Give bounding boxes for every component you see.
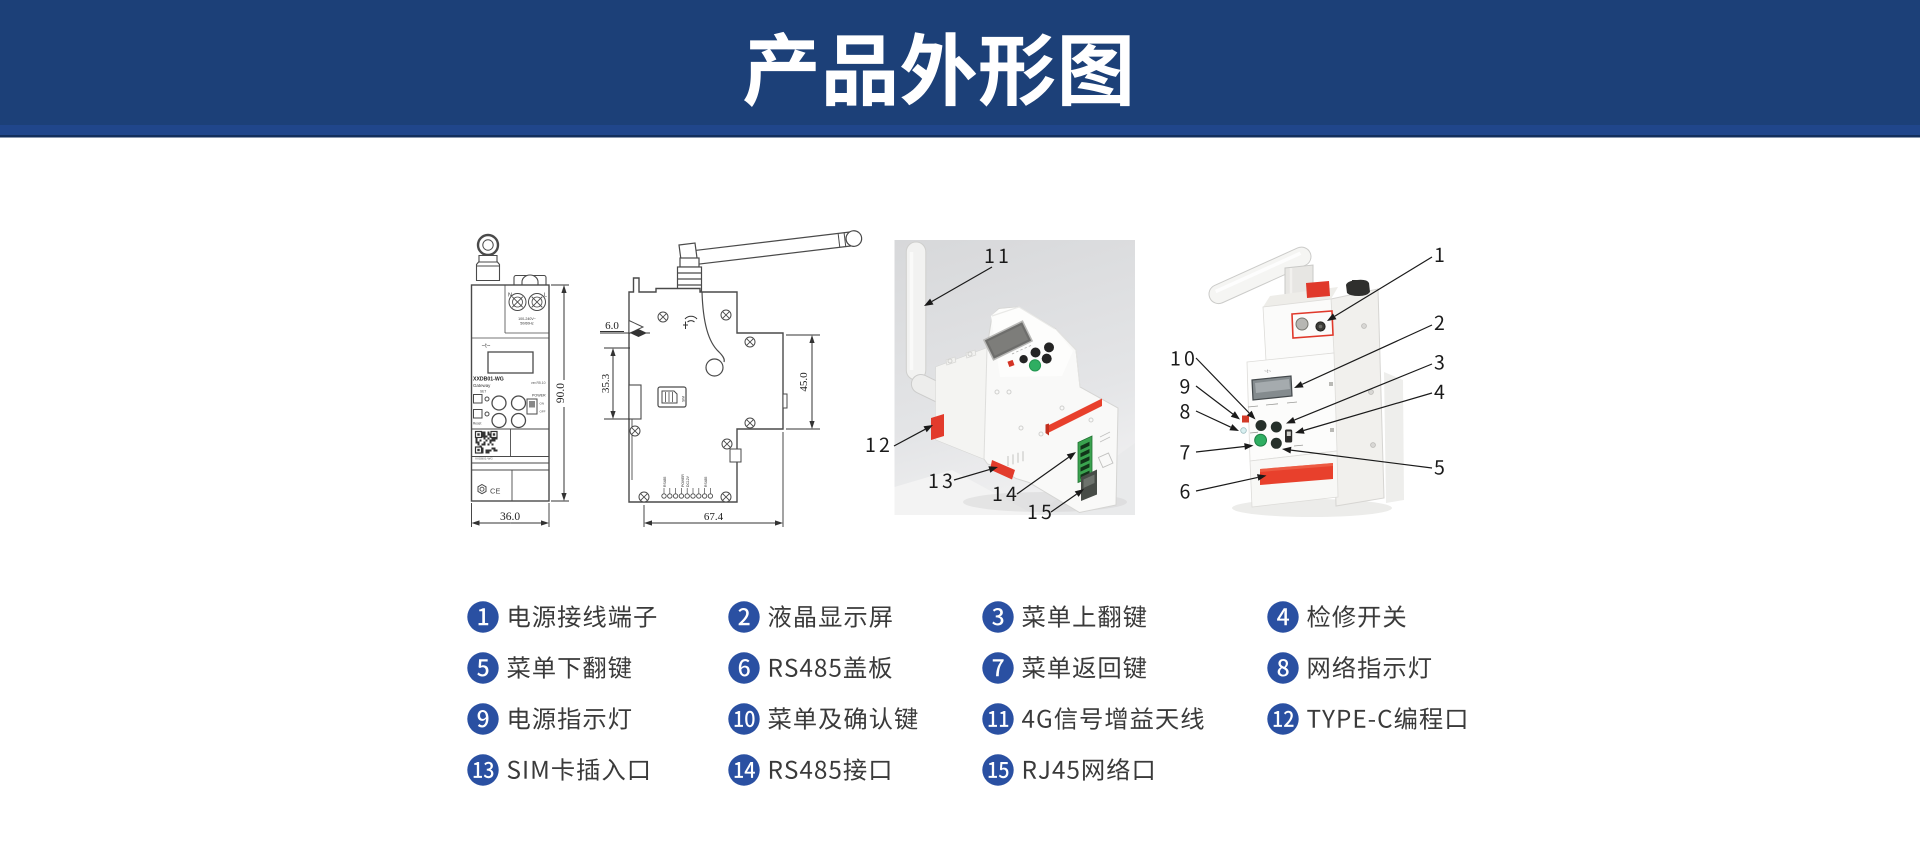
svg-text:45.0: 45.0: [798, 372, 810, 392]
svg-text:100-240V~: 100-240V~: [518, 317, 536, 321]
svg-text:CE: CE: [490, 487, 500, 496]
svg-text:XXDB01-WG: XXDB01-WG: [473, 377, 504, 383]
svg-text:90.0: 90.0: [555, 383, 567, 403]
svg-text:Reset: Reset: [473, 422, 481, 426]
svg-text:L: L: [544, 293, 547, 299]
svg-text:67.4: 67.4: [704, 511, 724, 523]
svg-text:OFF: OFF: [540, 410, 546, 414]
svg-text:RS485: RS485: [663, 477, 667, 487]
svg-text:SET: SET: [480, 390, 486, 394]
svg-text:36.0: 36.0: [500, 511, 520, 523]
svg-text:ON: ON: [540, 402, 545, 406]
svg-text:~t~: ~t~: [1264, 369, 1271, 375]
svg-text:Gateway: Gateway: [473, 383, 491, 388]
svg-text:ver.R5.10: ver.R5.10: [531, 381, 546, 385]
svg-text:50/60Hz: 50/60Hz: [520, 322, 534, 326]
svg-text:XXDB01-WG: XXDB01-WG: [475, 457, 493, 461]
svg-text:POWER: POWER: [681, 474, 685, 487]
svg-text:POWER: POWER: [532, 394, 546, 398]
svg-text:DC12V: DC12V: [686, 475, 690, 487]
svg-text:SIM: SIM: [682, 396, 686, 402]
svg-text:6.0: 6.0: [605, 320, 619, 332]
svg-text:RS485: RS485: [704, 477, 708, 487]
svg-text:35.3: 35.3: [600, 373, 612, 393]
svg-text:N: N: [508, 293, 512, 299]
svg-text:~t~: ~t~: [482, 344, 491, 350]
